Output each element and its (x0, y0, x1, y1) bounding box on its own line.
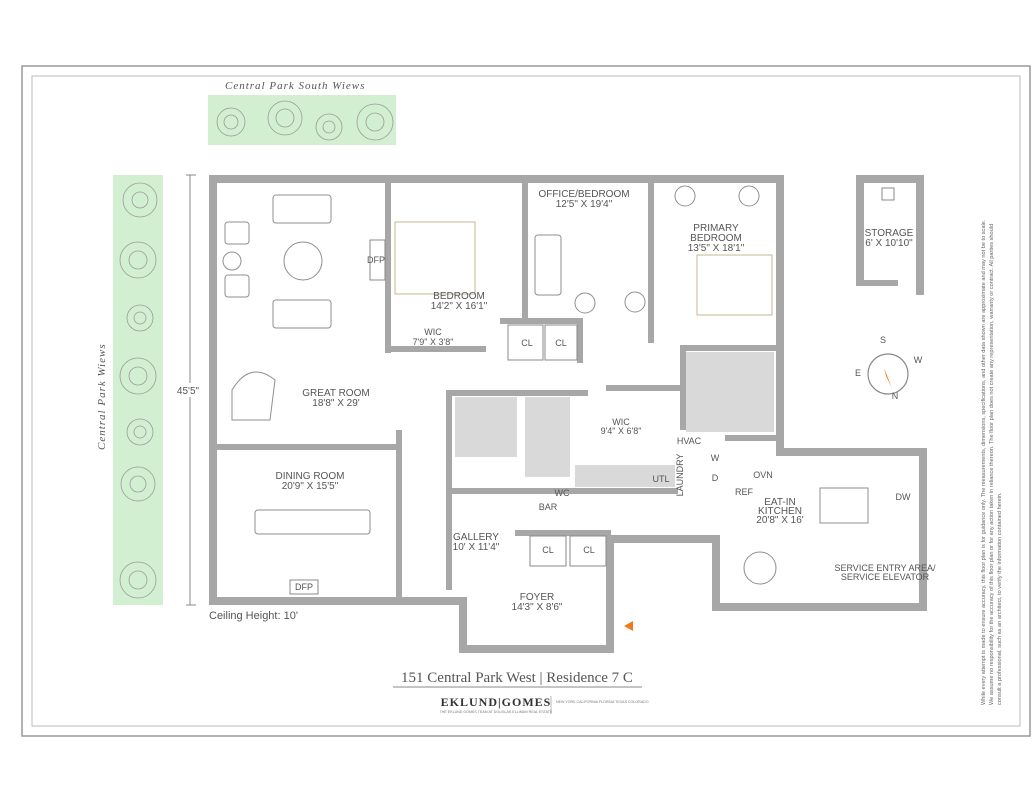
gallery-size: 10' X 11'4" (453, 542, 500, 553)
foyer-name: FOYER (520, 592, 554, 603)
great-room-name: GREAT ROOM (302, 388, 369, 399)
listing-title: 151 Central Park West | Residence 7 C (401, 670, 633, 686)
fixture-labels: DFP DFP CL CL CL CL WC BAR UTL LAUNDRY H… (289, 239, 911, 595)
dw-label: DW (896, 492, 911, 502)
service-line2: SERVICE ELEVATOR (841, 572, 930, 582)
dfp-label-dining: DFP (295, 582, 313, 592)
disclaimer: While every attempt is made to ensure ac… (981, 219, 1003, 705)
inner-frame (31, 75, 1021, 727)
height-label: 45'5" (177, 386, 200, 397)
hvac-label: HVAC (677, 436, 702, 446)
primary-size: 13'5" X 18'1" (688, 243, 745, 254)
great-room-size: 18'8" X 29' (312, 398, 359, 409)
compass: S W E N (855, 335, 923, 401)
wic2-name: WIC (612, 417, 630, 427)
wic2-size: 9'4" X 6'8" (601, 426, 642, 436)
compass-e: E (855, 368, 861, 378)
storage-size: 6' X 10'10" (865, 238, 913, 249)
cl-label-2: CL (555, 338, 567, 348)
entry-marker (624, 621, 633, 631)
compass-n: N (892, 391, 899, 401)
ovn-label: OVN (753, 470, 773, 480)
dfp-label-great: DFP (367, 255, 385, 265)
wic1-size: 7'9" X 3'8" (413, 337, 454, 347)
height-dimension: 45'5" (168, 174, 202, 606)
west-greenery (113, 175, 163, 605)
wet-areas (455, 352, 774, 487)
west-views-label: Central Park Wiews (96, 343, 108, 450)
cl-label-1: CL (521, 338, 533, 348)
south-greenery: Central Park South Wiews (208, 80, 396, 145)
bedroom-name: BEDROOM (433, 291, 485, 302)
disclaimer-line3: consult a professional, such as an archi… (997, 492, 1003, 705)
primary-name2: BEDROOM (690, 233, 742, 244)
dryer-label: D (712, 473, 719, 483)
compass-w: W (914, 355, 923, 365)
gallery-name: GALLERY (453, 532, 499, 543)
brand-name: EKLUND|GOMES (441, 695, 552, 709)
room-labels: GREAT ROOM 18'8" X 29' DINING ROOM 20'9"… (276, 189, 936, 613)
disclaimer-line1: While every attempt is made to ensure ac… (981, 219, 987, 705)
cl-label-3: CL (542, 545, 554, 555)
storage-room (856, 175, 924, 295)
wic1-name: WIC (424, 327, 442, 337)
service-line1: SERVICE ENTRY AREA/ (834, 563, 936, 573)
cl-label-4: CL (583, 545, 595, 555)
utl-label: UTL (652, 474, 669, 484)
furniture (222, 185, 869, 585)
laundry-label: LAUNDRY (675, 454, 685, 497)
brand-tagline: THE EKLUND GOMES TEAM AT DOUGLAS ELLIMAN… (440, 710, 553, 714)
ref-label: REF (735, 487, 754, 497)
washer-label: W (711, 453, 720, 463)
disclaimer-line2: We assume no responsibility for the accu… (989, 224, 995, 705)
bedroom-size: 14'2" X 16'1" (431, 301, 488, 312)
office-size: 12'5" X 19'4" (556, 199, 613, 210)
walls (209, 175, 927, 653)
foyer-size: 14'3" X 8'6" (512, 602, 563, 613)
wc-label: WC (555, 488, 570, 498)
dining-room-size: 20'9" X 15'5" (282, 481, 339, 492)
brand-logo: EKLUND|GOMES THE EKLUND GOMES TEAM AT DO… (440, 695, 649, 714)
kitchen-size: 20'8" X 16' (756, 515, 803, 526)
kitchen-name2: KITCHEN (758, 506, 802, 517)
ceiling-height: Ceiling Height: 10' (209, 610, 298, 622)
outer-frame (21, 65, 1031, 737)
dining-room-name: DINING ROOM (276, 471, 345, 482)
brand-cities: NEW YORK CALIFORNIA FLORIDA TEXAS COLORA… (556, 700, 649, 704)
storage-name: STORAGE (865, 228, 914, 239)
compass-s: S (880, 335, 886, 345)
bar-label: BAR (539, 502, 558, 512)
office-name: OFFICE/BEDROOM (538, 189, 629, 200)
kitchen-name: EAT-IN (764, 497, 795, 508)
primary-name: PRIMARY (693, 223, 739, 234)
south-views-label: Central Park South Wiews (225, 80, 365, 92)
